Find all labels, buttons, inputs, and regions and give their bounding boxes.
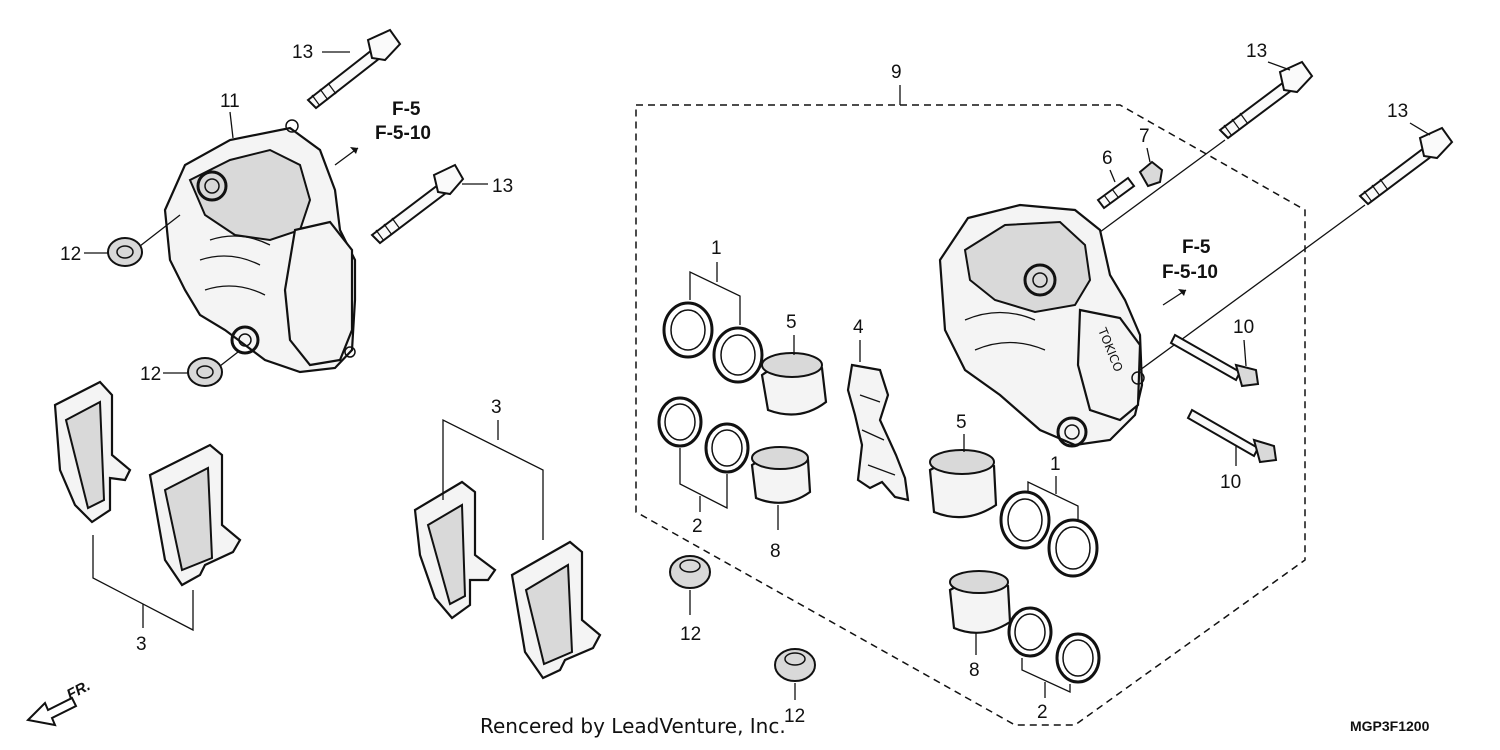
left-caliper-body — [163, 119, 357, 374]
boot-12-lower-left — [187, 357, 223, 387]
callout-8-upper: 8 — [770, 541, 781, 562]
callout-12-center-lower: 12 — [784, 706, 805, 727]
bleed-screw-6 — [1096, 176, 1136, 210]
bleed-cap-7 — [1138, 160, 1164, 188]
piston-seal-set-2-upper — [657, 396, 750, 474]
callout-1-lower: 1 — [1050, 454, 1061, 475]
brake-pad-center-front — [510, 540, 602, 680]
right-caliper-body: TOKICO — [938, 203, 1145, 448]
reference-f5-right: F-5 — [1182, 237, 1211, 258]
bolt-13-far-right — [1358, 126, 1454, 206]
pad-spring-4 — [846, 363, 910, 502]
render-credit: Rencered by LeadVenture, Inc. — [480, 714, 786, 738]
callout-3-left: 3 — [136, 634, 147, 655]
callout-13-mid-left: 13 — [492, 176, 513, 197]
piston-8-upper — [750, 446, 812, 504]
callout-13-top-left: 13 — [292, 42, 313, 63]
callout-11: 11 — [220, 91, 240, 112]
callout-5-lower: 5 — [956, 412, 967, 433]
boot-12-center-lower — [774, 648, 816, 682]
brake-pad-left-back — [53, 380, 132, 524]
front-direction-arrow: FR. — [25, 677, 93, 727]
callout-12-lower-left: 12 — [140, 364, 161, 385]
bolt-13-top-left — [306, 28, 402, 110]
piston-5-upper — [760, 352, 828, 416]
callout-7: 7 — [1139, 126, 1150, 147]
piston-5-lower — [928, 449, 998, 519]
piston-seal-set-1-upper — [662, 301, 764, 384]
callout-4: 4 — [853, 317, 864, 338]
piston-8-lower — [948, 570, 1012, 634]
reference-f5-left: F-5 — [392, 99, 421, 120]
piston-seal-set-2-lower — [1007, 606, 1101, 684]
callout-10-lower: 10 — [1220, 472, 1241, 493]
callout-1-upper: 1 — [711, 238, 722, 259]
callout-13-far-right: 13 — [1387, 101, 1408, 122]
pad-pin-10-lower — [1186, 408, 1278, 464]
callout-10-upper: 10 — [1233, 317, 1254, 338]
boot-12-upper-left — [107, 237, 143, 267]
piston-seal-set-1-lower — [999, 490, 1099, 578]
brake-pad-left-front — [148, 443, 242, 587]
callout-12-center-upper: 12 — [680, 624, 701, 645]
callout-5-upper: 5 — [786, 312, 797, 333]
callout-12-upper-left: 12 — [60, 244, 81, 265]
callout-6: 6 — [1102, 148, 1113, 169]
callout-8-lower: 8 — [969, 660, 980, 681]
callout-2-lower: 2 — [1037, 702, 1048, 723]
callout-2-upper: 2 — [692, 516, 703, 537]
reference-f5-10-left: F-5-10 — [375, 123, 431, 144]
boot-12-center-upper — [669, 555, 711, 589]
reference-f5-10-right: F-5-10 — [1162, 262, 1218, 283]
pad-pin-10-upper — [1169, 333, 1260, 388]
caliper-assembly-boundary — [635, 104, 1306, 726]
bolt-13-top-right — [1218, 60, 1314, 140]
callout-9: 9 — [891, 62, 902, 83]
callout-3-center: 3 — [491, 397, 502, 418]
diagram-code: MGP3F1200 — [1350, 718, 1430, 734]
callout-13-top-right: 13 — [1246, 41, 1267, 62]
brake-pad-center-back — [413, 480, 497, 620]
bolt-13-mid-left — [370, 163, 465, 245]
